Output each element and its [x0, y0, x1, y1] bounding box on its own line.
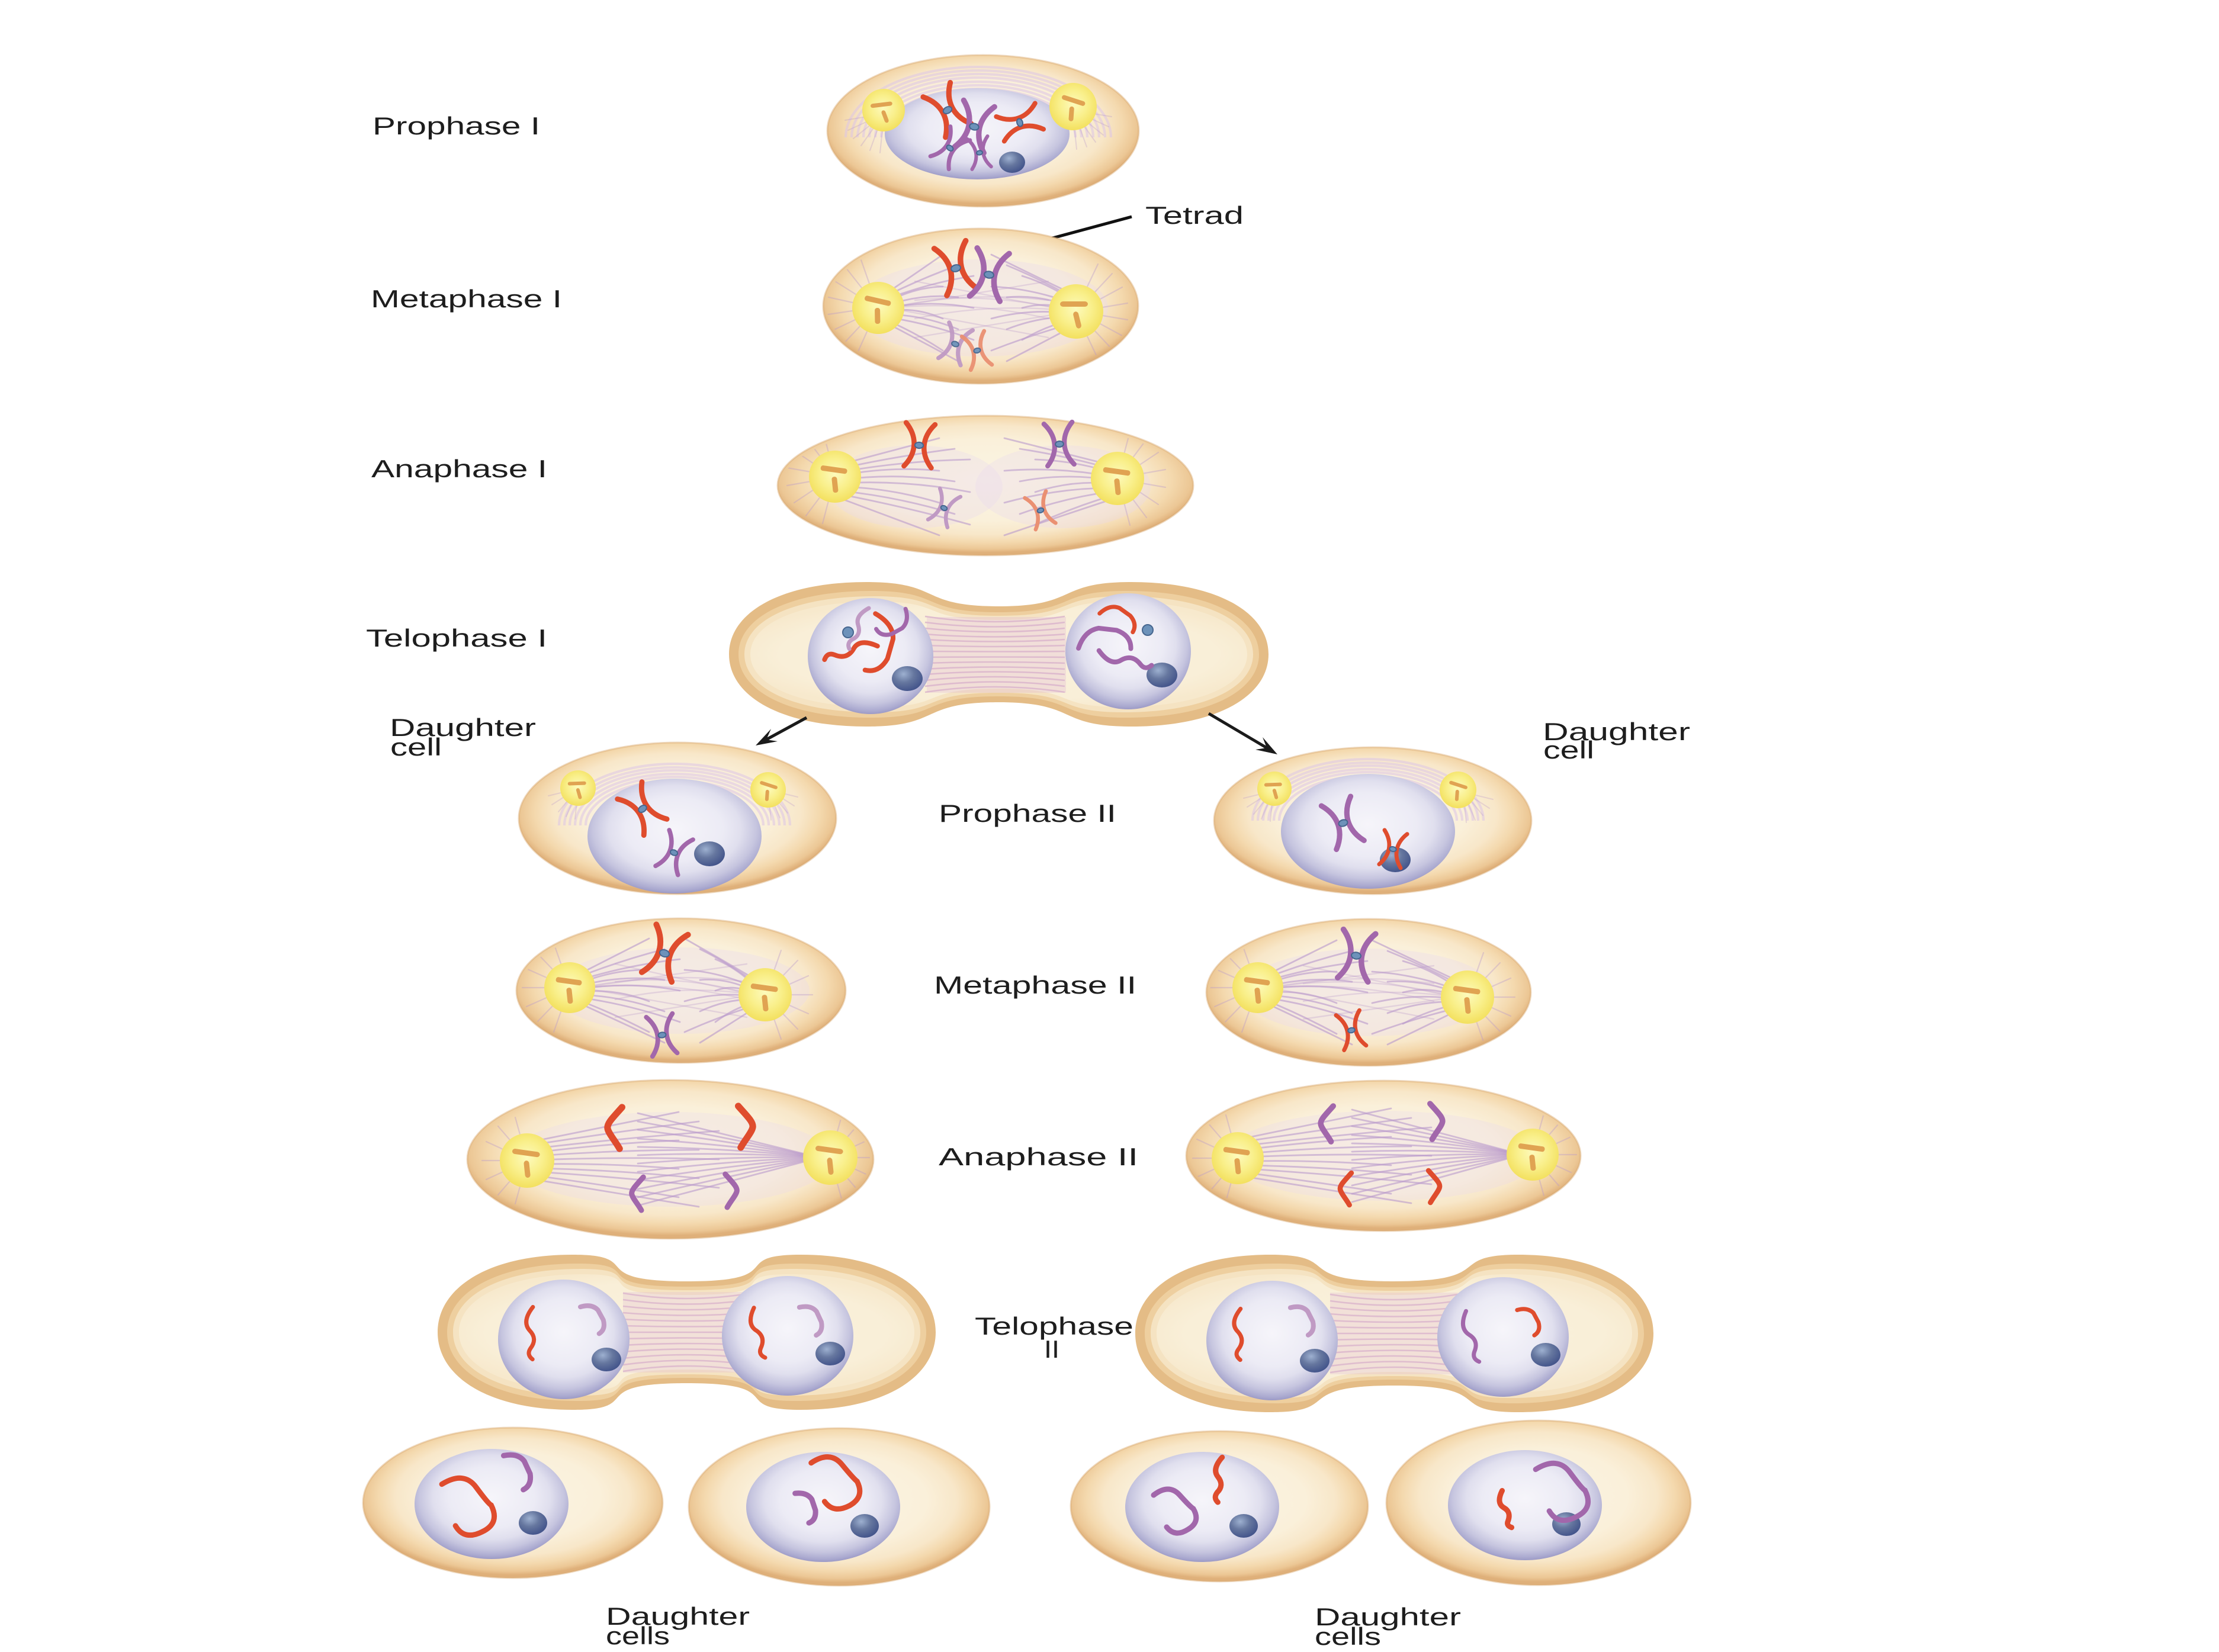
svg-text:Telophase: Telophase — [975, 1312, 1133, 1340]
svg-text:cells: cells — [606, 1622, 670, 1650]
svg-text:Metaphase I: Metaphase I — [371, 285, 562, 313]
svg-text:cell: cell — [1543, 736, 1594, 764]
svg-text:Daughter: Daughter — [1543, 718, 1690, 745]
svg-text:Telophase I: Telophase I — [366, 624, 547, 652]
svg-text:Daughter: Daughter — [1315, 1603, 1461, 1631]
svg-text:Anaphase I: Anaphase I — [371, 455, 547, 483]
svg-text:Daughter: Daughter — [606, 1602, 750, 1630]
svg-text:Prophase II: Prophase II — [939, 799, 1116, 827]
svg-text:cell: cell — [390, 733, 442, 761]
svg-text:Daughter: Daughter — [390, 713, 536, 741]
svg-text:Anaphase II: Anaphase II — [939, 1143, 1138, 1171]
svg-text:cells: cells — [1315, 1622, 1381, 1650]
svg-text:II: II — [1044, 1335, 1059, 1363]
svg-text:Metaphase II: Metaphase II — [934, 971, 1136, 999]
svg-text:Tetrad: Tetrad — [1145, 201, 1244, 229]
svg-text:Prophase I: Prophase I — [372, 112, 540, 140]
